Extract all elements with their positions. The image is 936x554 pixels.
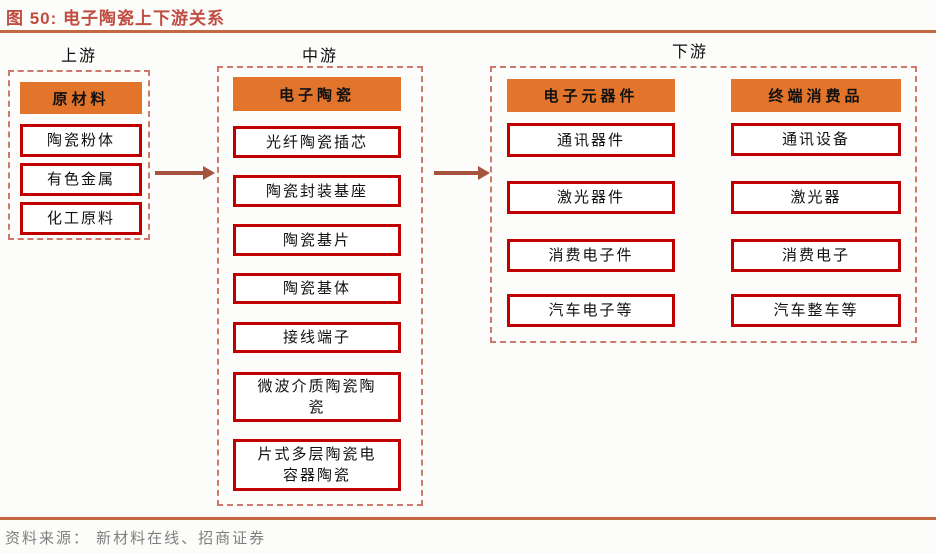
- arrow-right-icon: [434, 166, 490, 180]
- midstream-label: 中游: [301, 48, 338, 65]
- midstream-item: 片式多层陶瓷电容器陶瓷: [233, 439, 401, 491]
- downstream-endproducts-header: 终端消费品: [731, 79, 901, 112]
- arrow-head: [203, 166, 215, 180]
- title-underline: [0, 30, 936, 33]
- midstream-header: 电子陶瓷: [233, 77, 401, 111]
- downstream-label: 下游: [671, 44, 708, 61]
- downstream-components-header: 电子元器件: [507, 79, 675, 112]
- downstream-item: 通讯器件: [507, 123, 675, 157]
- downstream-item: 激光器: [731, 181, 901, 214]
- midstream-group-box: [217, 66, 423, 506]
- upstream-item: 有色金属: [20, 163, 142, 196]
- source-note: 资料来源： 新材料在线、招商证券: [5, 530, 267, 547]
- downstream-item: 汽车电子等: [507, 294, 675, 327]
- upstream-item: 陶瓷粉体: [20, 124, 142, 157]
- midstream-item: 光纤陶瓷插芯: [233, 126, 401, 158]
- downstream-item: 激光器件: [507, 181, 675, 214]
- upstream-label: 上游: [60, 48, 97, 65]
- midstream-item: 微波介质陶瓷陶瓷: [233, 372, 401, 422]
- downstream-item: 消费电子: [731, 239, 901, 272]
- arrow-shaft: [155, 171, 203, 175]
- footer-rule: [0, 517, 936, 520]
- upstream-item: 化工原料: [20, 202, 142, 235]
- upstream-header: 原材料: [20, 82, 142, 114]
- midstream-item: 陶瓷封装基座: [233, 175, 401, 207]
- midstream-item: 接线端子: [233, 322, 401, 353]
- downstream-group-box: [490, 66, 917, 343]
- figure-title: 图 50: 电子陶瓷上下游关系: [6, 9, 226, 28]
- midstream-item: 陶瓷基片: [233, 224, 401, 256]
- midstream-item: 陶瓷基体: [233, 273, 401, 304]
- upstream-group-box: [8, 70, 150, 240]
- arrow-shaft: [434, 171, 478, 175]
- downstream-item: 消费电子件: [507, 239, 675, 272]
- downstream-item: 汽车整车等: [731, 294, 901, 327]
- arrow-right-icon: [155, 166, 215, 180]
- arrow-head: [478, 166, 490, 180]
- downstream-item: 通讯设备: [731, 123, 901, 156]
